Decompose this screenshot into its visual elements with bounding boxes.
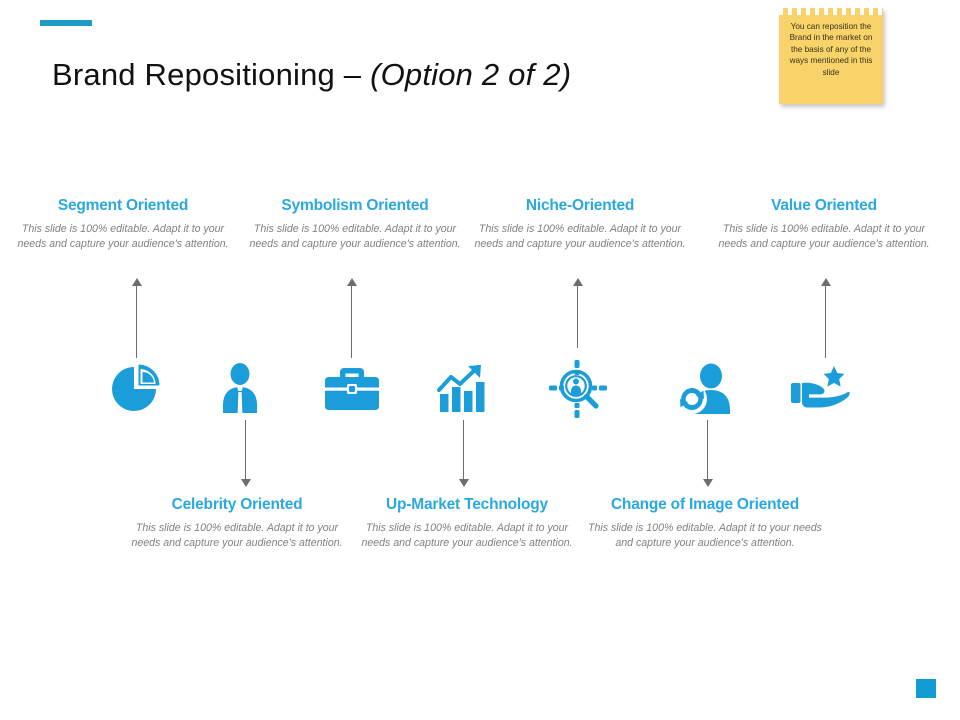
arrow-head [459,479,469,487]
pie-chart-icon [101,360,173,418]
card-value-oriented: Value Oriented This slide is 100% editab… [715,197,933,251]
card-celebrity-oriented: Celebrity Oriented This slide is 100% ed… [128,496,346,550]
arrow-stem [707,420,709,480]
arrow-head [703,479,713,487]
title-accent-bar [40,20,92,26]
arrow-head [347,278,357,286]
sticky-note-text: You can reposition the Brand in the mark… [789,22,873,77]
page-title: Brand Repositioning – (Option 2 of 2) [52,57,571,93]
card-up-market-technology: Up-Market Technology This slide is 100% … [358,496,576,550]
person-refresh-icon [668,360,740,418]
card-heading: Symbolism Oriented [281,197,429,214]
card-heading: Up-Market Technology [386,496,548,513]
card-body: This slide is 100% editable. Adapt it to… [588,522,822,549]
arrow-down-change-of-image [702,420,714,487]
card-body: This slide is 100% editable. Adapt it to… [361,522,573,549]
card-change-of-image-oriented: Change of Image Oriented This slide is 1… [583,496,827,550]
hand-star-icon [784,360,856,418]
arrow-up-value [820,278,832,358]
arrow-head [573,278,583,286]
card-body: This slide is 100% editable. Adapt it to… [249,223,461,250]
card-body: This slide is 100% editable. Adapt it to… [474,223,686,250]
card-heading: Value Oriented [771,197,877,214]
arrow-head [132,278,142,286]
target-person-search-icon [542,360,614,418]
card-heading: Segment Oriented [57,197,189,214]
card-body: This slide is 100% editable. Adapt it to… [17,223,229,250]
card-segment-oriented: Segment Oriented This slide is 100% edit… [14,197,232,251]
card-heading: Niche-Oriented [525,197,635,214]
growth-bar-chart-icon [428,360,500,418]
corner-marker [916,679,936,698]
arrow-up-niche [572,278,584,348]
card-body: This slide is 100% editable. Adapt it to… [718,223,930,250]
sticky-note-perforation [779,8,883,15]
briefcase-icon [316,360,388,418]
arrow-stem [245,420,247,480]
arrow-down-up-market [458,420,470,487]
card-heading: Celebrity Oriented [171,496,303,513]
sticky-note: You can reposition the Brand in the mark… [779,8,883,104]
arrow-stem [351,285,353,358]
arrow-up-segment [131,278,143,358]
arrow-down-celebrity [240,420,252,487]
arrow-head [241,479,251,487]
card-heading: Change of Image Oriented [610,496,800,513]
arrow-stem [136,285,138,358]
arrow-up-symbolism [346,278,358,358]
businessman-icon [204,360,276,418]
page-title-option: (Option 2 of 2) [370,56,572,92]
arrow-head [821,278,831,286]
card-niche-oriented: Niche-Oriented This slide is 100% editab… [471,197,689,251]
card-symbolism-oriented: Symbolism Oriented This slide is 100% ed… [246,197,464,251]
page-title-main: Brand Repositioning – [52,56,371,92]
card-body: This slide is 100% editable. Adapt it to… [131,522,343,549]
arrow-stem [825,285,827,358]
arrow-stem [463,420,465,480]
arrow-stem [577,285,579,348]
